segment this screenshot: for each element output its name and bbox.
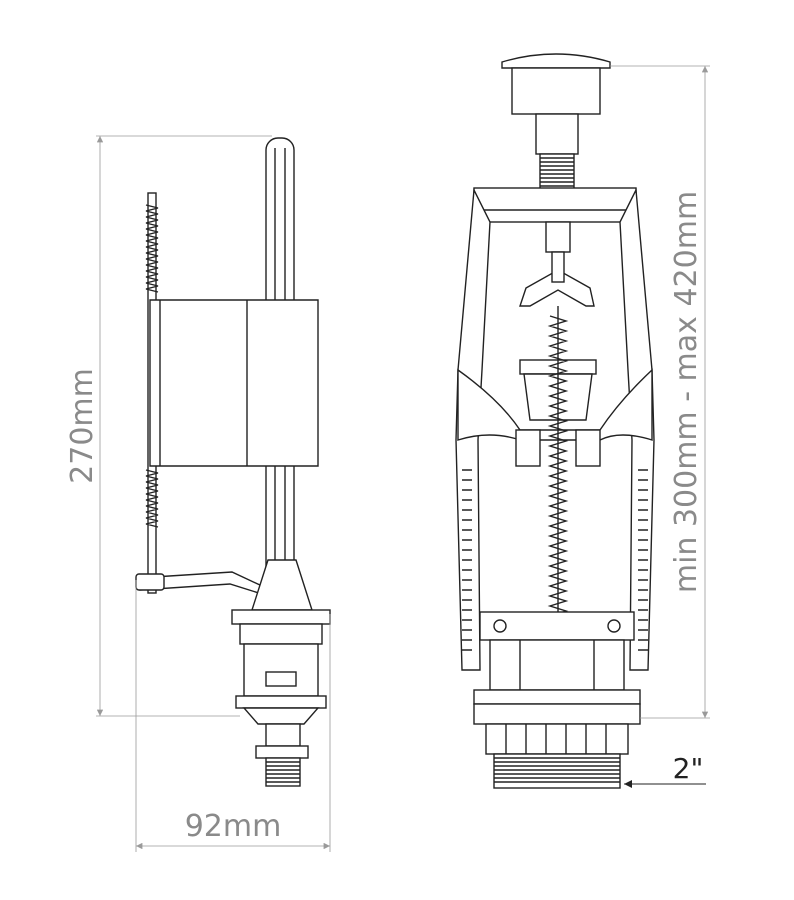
inlet-valve-head	[251, 559, 313, 611]
inlet-valve-float	[149, 299, 319, 467]
flush-valve-base	[473, 689, 641, 789]
dimension-label-2-inch: 2"	[673, 752, 704, 785]
dimension-label-flush-range: min 300mm - max 420mm	[669, 191, 704, 593]
dimension-label-92mm: 92mm	[185, 809, 282, 844]
inlet-valve-drawing	[135, 137, 331, 787]
dimension-height-inlet: 270mm	[65, 135, 272, 717]
dimension-width-inlet: 92mm	[135, 580, 331, 852]
inlet-valve-shank	[255, 723, 309, 787]
flush-valve-drawing	[455, 53, 655, 789]
flush-valve-float-holder	[457, 359, 653, 467]
dimension-thread-size: 2"	[624, 752, 706, 788]
dimension-height-flush: min 300mm - max 420mm	[610, 65, 710, 719]
inlet-valve-body	[231, 609, 331, 725]
flush-valve-trigger	[519, 221, 595, 307]
flush-valve-clamp	[479, 611, 635, 691]
dimension-label-270mm: 270mm	[65, 368, 100, 484]
flush-valve-push-button	[501, 53, 611, 191]
